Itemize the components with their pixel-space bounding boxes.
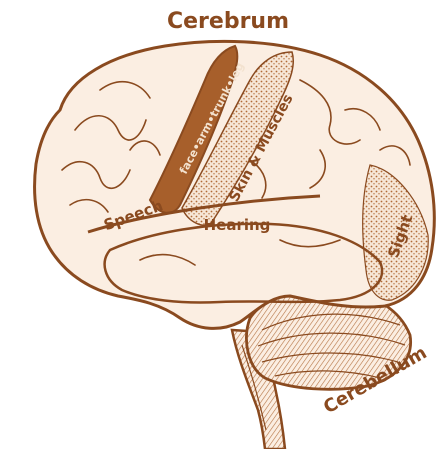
cerebrum-label: Cerebrum xyxy=(167,9,289,34)
hearing-label: Hearing xyxy=(204,216,271,234)
